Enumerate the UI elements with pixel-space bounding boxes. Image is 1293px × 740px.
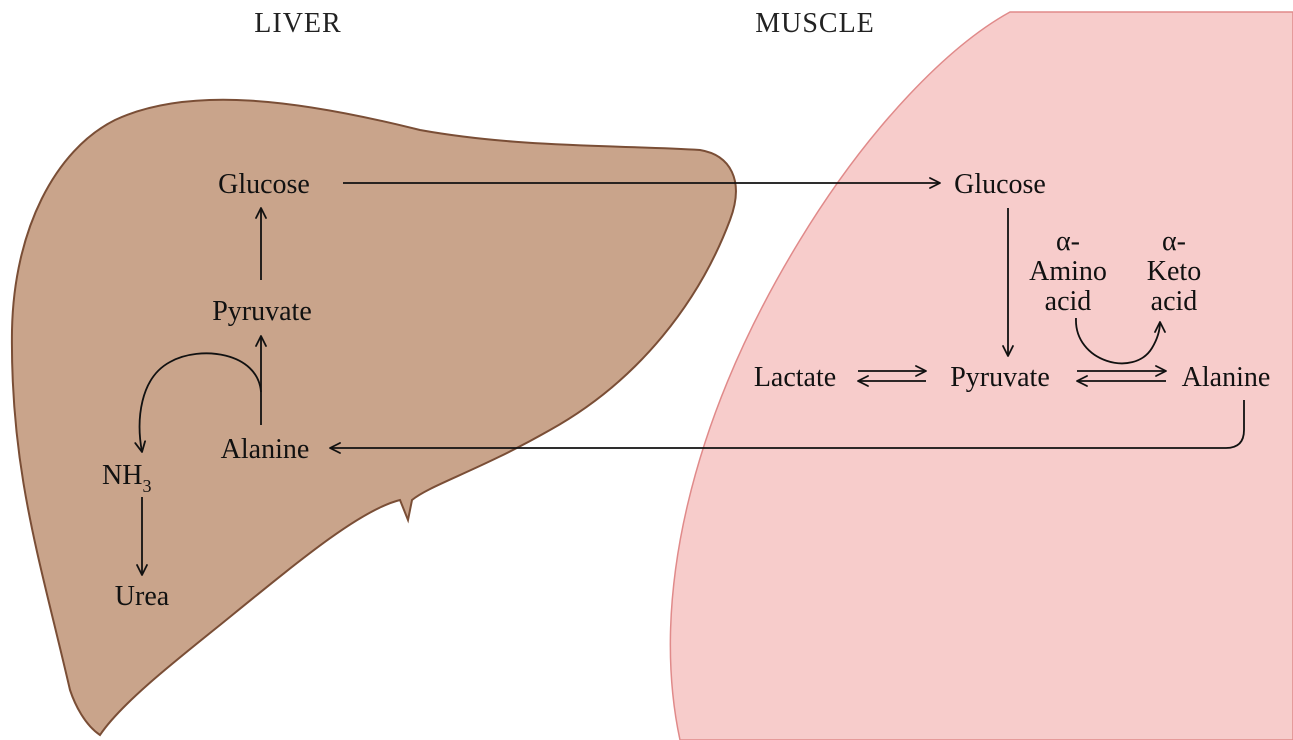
amino-acid-label-1: α- [1056,226,1080,257]
liver-shape [12,100,736,735]
lactate-label: Lactate [754,362,836,393]
liver-header: LIVER [254,8,341,39]
urea-label: Urea [115,581,170,612]
keto-acid-label-2: Keto [1147,256,1201,287]
muscle-pyruvate-label: Pyruvate [950,362,1050,393]
liver-pyruvate-label: Pyruvate [212,296,312,327]
amino-acid-label-3: acid [1045,286,1092,317]
keto-acid-label-3: acid [1151,286,1198,317]
nh3-base: NH [102,460,142,491]
keto-acid-label-1: α- [1162,226,1186,257]
muscle-alanine-label: Alanine [1182,362,1271,393]
liver-glucose-label: Glucose [218,169,310,200]
liver-alanine-label: Alanine [221,434,310,465]
nh3-subscript: 3 [142,476,151,496]
amino-acid-label-2: Amino [1029,256,1107,287]
muscle-header: MUSCLE [755,8,875,39]
muscle-glucose-label: Glucose [954,169,1046,200]
